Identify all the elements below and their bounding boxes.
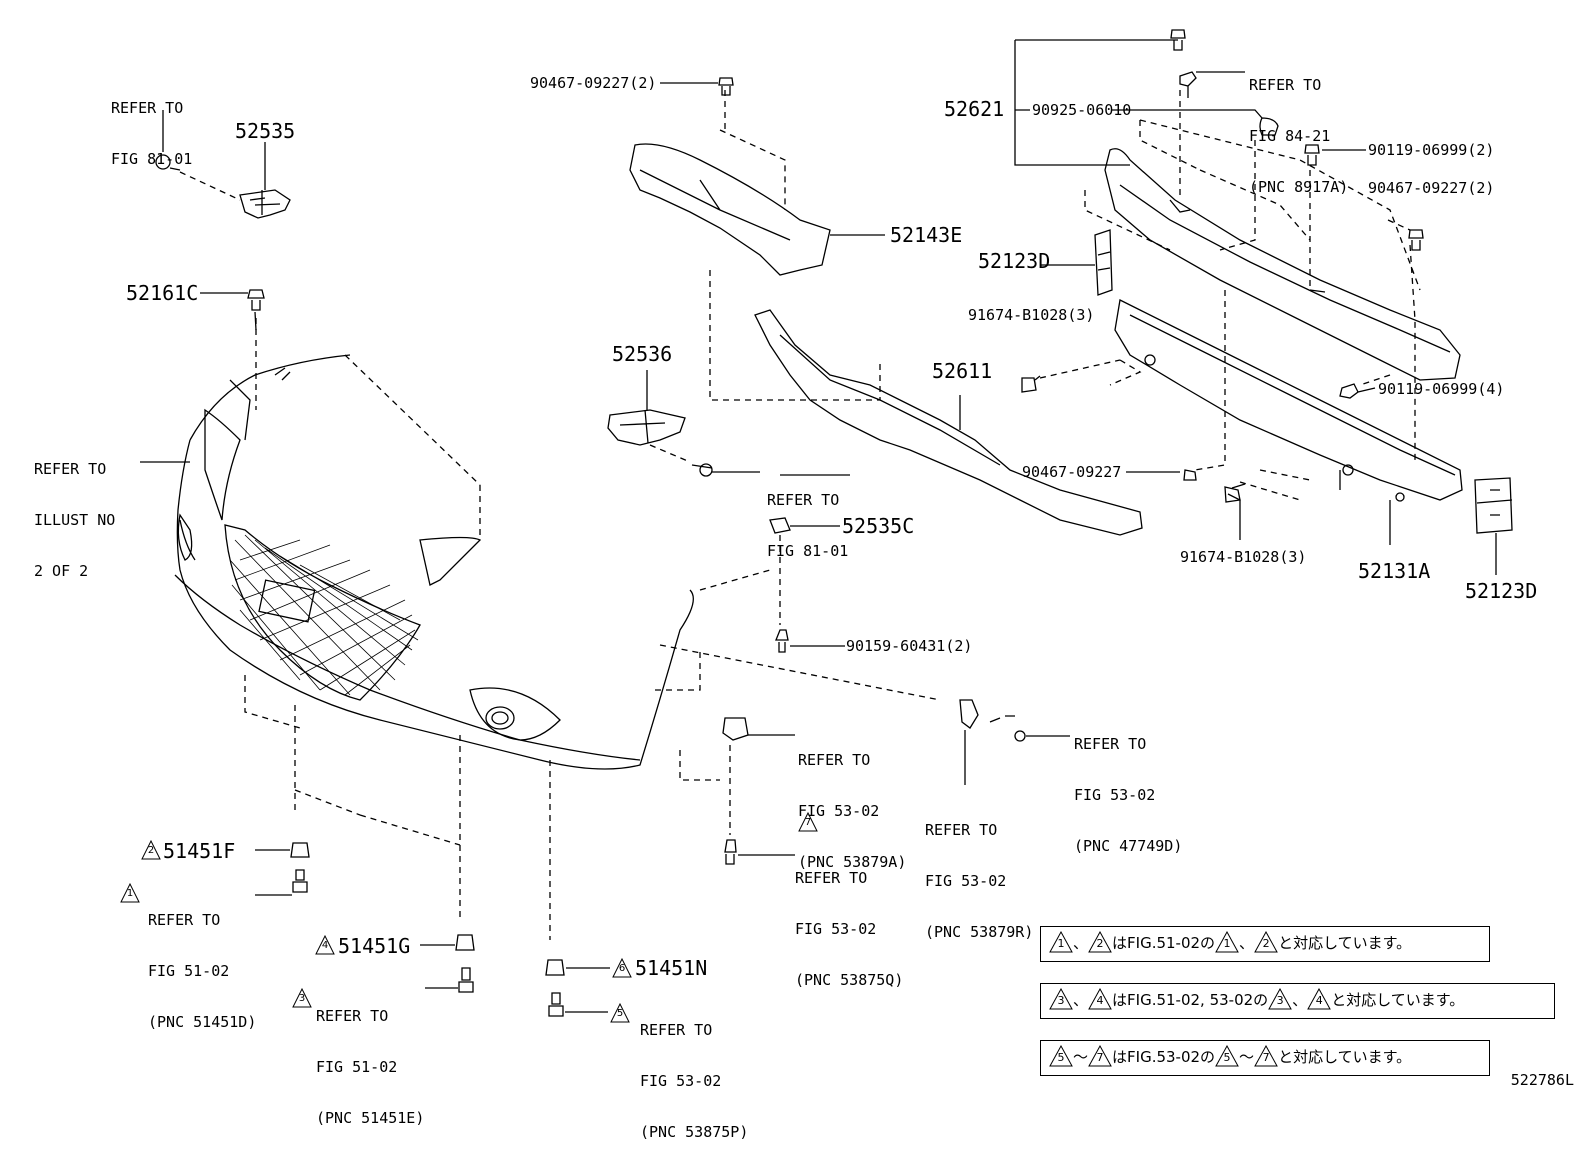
note-triangle-icon: 2 <box>1254 930 1278 953</box>
part-number-52143e: 52143E <box>890 223 963 247</box>
part-number-52123d-bottom: 52123D <box>1465 579 1538 603</box>
refer-label-fig81-top: REFER TO FIG 81-01 <box>111 99 193 168</box>
part-number-51451f: 51451F <box>163 839 236 863</box>
part-number-91674-b1028-top: 91674-B1028(3) <box>968 306 1095 324</box>
refer-label-53879a: REFER TO FIG 53-02 (PNC 53879A) <box>798 751 907 871</box>
bumper-cover <box>174 354 941 940</box>
part-number-90467-09227-2-left: 90467-09227(2) <box>530 74 657 92</box>
note-triangle-icon: 1 <box>1215 930 1239 953</box>
reinforcement-52131a-shape <box>1014 29 1513 575</box>
triangle-note-6: 6 <box>612 958 632 978</box>
note-triangle-icon: 4 <box>1307 987 1332 1010</box>
bracket-52143e-shape <box>629 77 885 401</box>
refer-label-illust: REFER TO ILLUST NO 2 OF 2 <box>34 460 116 580</box>
part-number-52535: 52535 <box>235 119 296 143</box>
note-triangle-icon: 3 <box>1049 987 1073 1010</box>
note-triangle-icon: 5 <box>1215 1044 1239 1067</box>
note-triangle-icon: 5 <box>1049 1044 1073 1067</box>
part-number-91674-b1028-bottom: 91674-B1028(3) <box>1180 548 1307 566</box>
note-triangle-icon: 4 <box>1088 987 1112 1010</box>
clip-52535c <box>769 517 845 653</box>
part-number-52161c: 52161C <box>126 281 199 305</box>
leader-lines <box>140 461 850 476</box>
note-triangle-icon: 2 <box>1088 930 1112 953</box>
refer-label-53875p: REFER TO FIG 53-02 (PNC 53875P) <box>640 1021 749 1141</box>
refer-label-fig81-mid: REFER TO FIG 81-01 <box>767 491 849 560</box>
part-number-52621: 52621 <box>944 97 1005 121</box>
note-triangle-icon: 1 <box>1049 930 1073 953</box>
refer-label-53879r: REFER TO FIG 53-02 (PNC 53879R) <box>925 821 1034 941</box>
refer-label-51451d: REFER TO FIG 51-02 (PNC 51451D) <box>148 911 257 1031</box>
part-number-51451n: 51451N <box>635 956 708 980</box>
part-number-52123d-top: 52123D <box>978 249 1051 273</box>
refer-label-fig84: REFER TO FIG 84-21 (PNC 8917A) <box>1249 76 1349 196</box>
part-number-52536: 52536 <box>612 342 673 366</box>
triangle-note-7: 7 <box>798 812 818 832</box>
part-number-52535c: 52535C <box>842 514 915 538</box>
part-number-90467-09227-2-right: 90467-09227(2) <box>1368 179 1495 197</box>
triangle-note-1: 1 <box>120 883 140 903</box>
clip-52535-shape <box>155 110 291 219</box>
parts-diagram <box>140 29 1513 1017</box>
bottom-fasteners <box>255 842 610 1017</box>
note-triangle-icon: 7 <box>1088 1044 1112 1067</box>
diagram-code: 522786L <box>1510 1071 1574 1089</box>
part-number-52131a: 52131A <box>1358 559 1431 583</box>
part-number-90925-06010: 90925-06010 <box>1032 101 1132 119</box>
refer-label-53875q: REFER TO FIG 53-02 (PNC 53875Q) <box>795 869 904 989</box>
refer-label-47749d: REFER TO FIG 53-02 (PNC 47749D) <box>1074 735 1183 855</box>
part-number-90119-06999-2: 90119-06999(2) <box>1368 141 1495 159</box>
part-number-90467-09227: 90467-09227 <box>1022 463 1122 481</box>
part-number-51451g: 51451G <box>338 934 411 958</box>
triangle-note-2: 2 <box>141 840 161 860</box>
note-triangle-icon: 7 <box>1254 1044 1278 1067</box>
triangle-note-5: 5 <box>610 1003 630 1023</box>
triangle-note-4: 4 <box>315 935 335 955</box>
part-number-90119-06999-4: 90119-06999(4) <box>1378 380 1505 398</box>
part-number-90159-60431: 90159-60431(2) <box>846 637 973 655</box>
refer-label-51451e: REFER TO FIG 51-02 (PNC 51451E) <box>316 1007 425 1127</box>
lower-right-clips <box>722 699 1070 865</box>
note-triangle-icon: 3 <box>1268 987 1293 1010</box>
part-number-52611: 52611 <box>932 359 993 383</box>
triangle-note-3: 3 <box>292 988 312 1008</box>
bracket-52536-shape <box>607 370 760 477</box>
absorber-52611-shape <box>754 309 1143 536</box>
fastener-52161c <box>200 289 265 410</box>
